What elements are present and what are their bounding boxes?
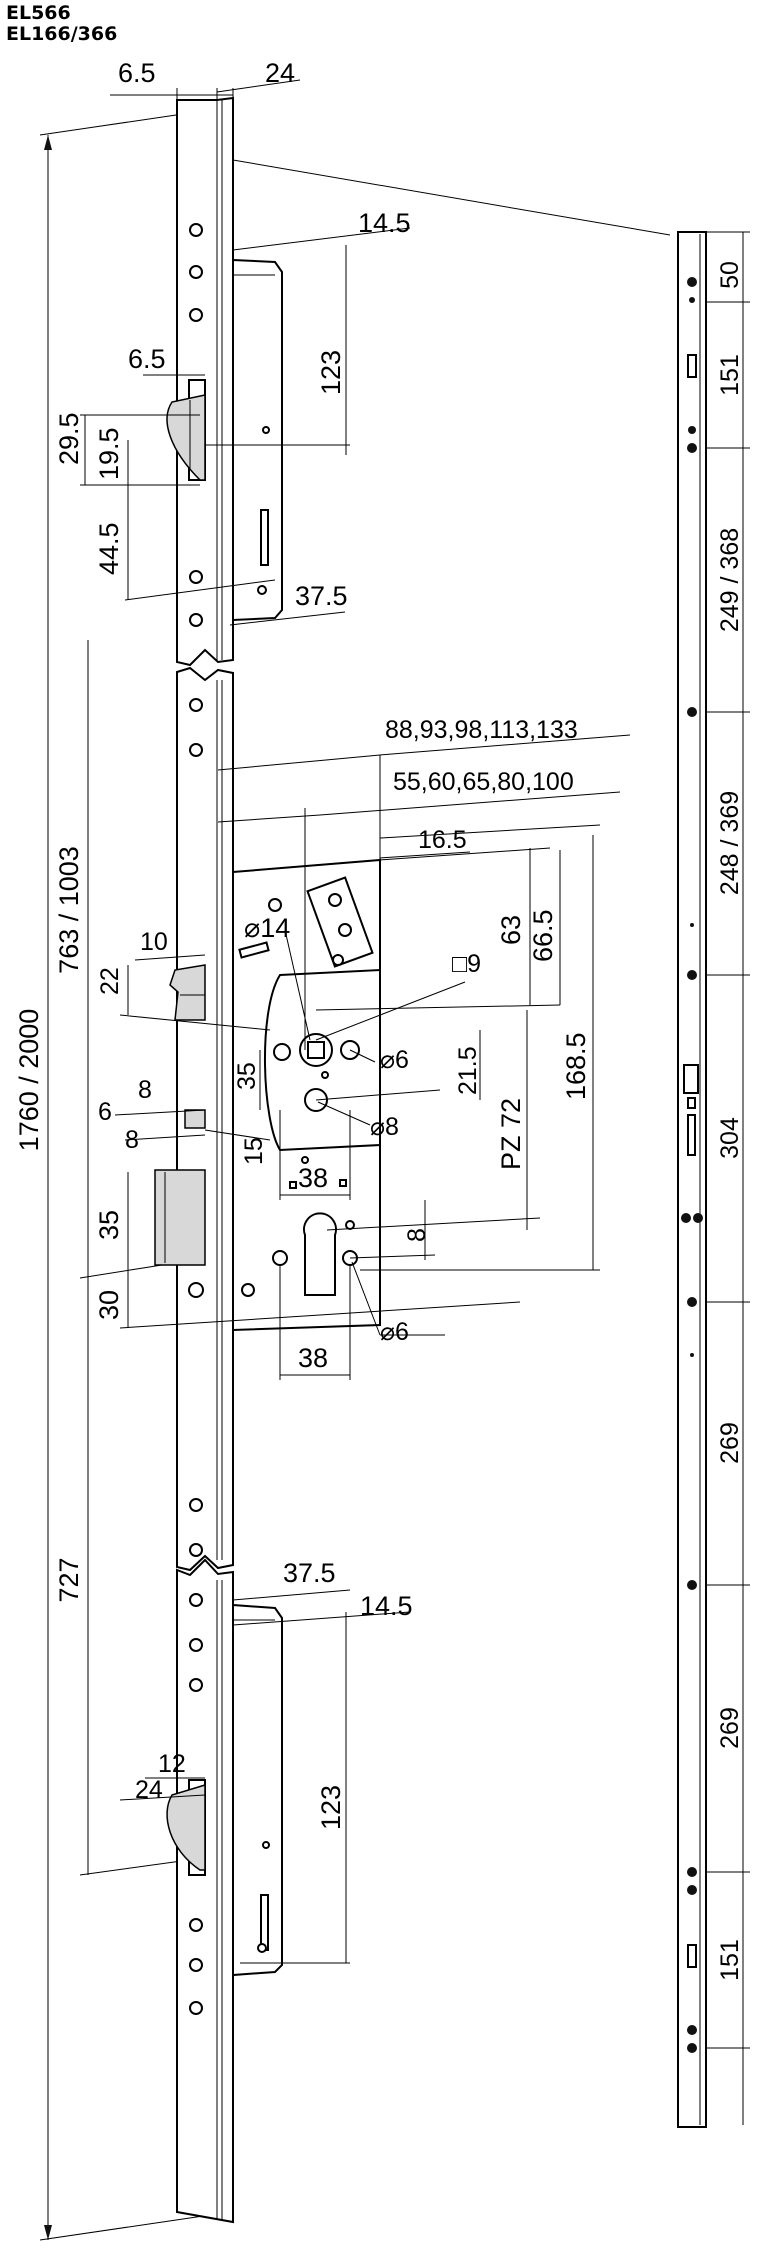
top-case-depth-label: 37.5 xyxy=(295,581,348,611)
upper-section-label: 763 / 1003 xyxy=(54,846,84,974)
dim-21-5-label: 21.5 xyxy=(454,1046,482,1095)
model-title: EL566 xyxy=(6,2,71,24)
dim-63-label: 63 xyxy=(496,915,526,945)
dead-bolt xyxy=(154,1169,206,1266)
overall-length-label: 1760 / 2000 xyxy=(14,1009,44,1152)
latch-22-label: 22 xyxy=(96,967,124,995)
rail-segment-7: 269 xyxy=(716,1707,744,1749)
dim-8a-label: 8 xyxy=(138,1076,152,1104)
bottom-case-offset-label: 14.5 xyxy=(360,1591,413,1621)
dim-38b-label: 38 xyxy=(298,1343,328,1373)
dim-12-label: 12 xyxy=(158,1750,186,1778)
rail-segment-8: 151 xyxy=(716,1939,744,1981)
rail-segment-2: 151 xyxy=(716,354,744,396)
top-hook-44-5-label: 44.5 xyxy=(94,522,124,575)
top-dimensions: 6.5 24 14.5 123 6.5 29.5 19.5 44.5 37.5 xyxy=(54,58,411,626)
rail-segment-1: 50 xyxy=(716,261,744,289)
dim-35b-label: 35 xyxy=(94,1210,124,1240)
top-hook-bolt xyxy=(166,394,206,481)
square-spindle-label: □9 xyxy=(452,950,481,978)
dim-15-label: 15 xyxy=(240,1137,268,1165)
main-lock-dimensions: 88,93,98,113,133 55,60,65,80,100 16.5 ⌀1… xyxy=(94,716,631,1380)
dim-24-label: 24 xyxy=(135,1776,163,1804)
top-hook-29-5-label: 29.5 xyxy=(54,412,84,465)
hole-diameter-6a-label: ⌀6 xyxy=(380,1046,409,1074)
backsets-short-label: 55,60,65,80,100 xyxy=(393,768,574,796)
pz-label: PZ 72 xyxy=(496,1098,526,1170)
top-case-height-label: 123 xyxy=(316,350,346,395)
offset-16-5-label: 16.5 xyxy=(418,826,467,854)
backsets-label: 88,93,98,113,133 xyxy=(385,716,578,744)
latch-10-label: 10 xyxy=(140,928,168,956)
bottom-dimensions: 37.5 14.5 123 12 24 xyxy=(119,1558,413,1964)
dim-66-5-label: 66.5 xyxy=(528,909,558,962)
dim-35a-label: 35 xyxy=(233,1062,261,1090)
faceplate-top xyxy=(176,96,234,667)
faceplate-bottom xyxy=(176,1558,234,2224)
hole-diameter-6b-label: ⌀6 xyxy=(380,1318,409,1346)
rail-segment-3: 249 / 368 xyxy=(716,528,744,632)
dim-168-5-label: 168.5 xyxy=(561,1032,591,1100)
model-subtitle: EL166/366 xyxy=(6,23,118,45)
main-lock-case xyxy=(232,858,381,1332)
dim-8b-label: 8 xyxy=(125,1126,139,1154)
auxiliary-latch xyxy=(184,1109,206,1129)
top-case-offset-label: 14.5 xyxy=(358,208,411,238)
top-lock-case xyxy=(232,258,283,622)
rail-segment-5: 304 xyxy=(716,1117,744,1159)
top-hook-19-5-label: 19.5 xyxy=(94,427,124,480)
dim-38a-label: 38 xyxy=(298,1163,328,1193)
dim-8c-label: 8 xyxy=(403,1228,431,1242)
bottom-lock-case xyxy=(232,1603,283,1977)
bottom-case-height-label: 123 xyxy=(316,1785,346,1830)
rail-segment-6: 269 xyxy=(716,1422,744,1464)
rail-segment-4: 248 / 369 xyxy=(716,791,744,895)
lower-section-label: 727 xyxy=(54,1557,84,1602)
faceplate-thickness-label: 6.5 xyxy=(118,58,156,88)
dim-6-label: 6 xyxy=(98,1098,112,1126)
top-hook-depth-label: 6.5 xyxy=(128,344,166,374)
follower-diameter-label: ⌀14 xyxy=(244,913,290,943)
bottom-case-depth-label: 37.5 xyxy=(283,1558,336,1588)
latch-bolt xyxy=(169,964,206,1021)
upper-section-dimension: 763 / 1003 xyxy=(54,640,226,1279)
dim-30-label: 30 xyxy=(94,1290,124,1320)
rail-profile: 50 151 249 / 368 248 / 369 304 269 269 1… xyxy=(232,159,750,2128)
faceplate-width-label: 24 xyxy=(265,58,295,88)
bottom-hook-bolt xyxy=(166,1783,206,1871)
hole-diameter-8-label: ⌀8 xyxy=(370,1113,399,1141)
